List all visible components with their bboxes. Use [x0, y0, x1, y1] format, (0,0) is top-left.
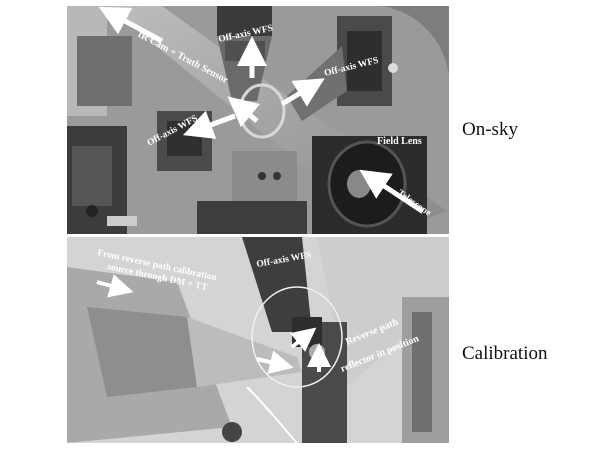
on-sky-side-label: On-sky [462, 119, 518, 140]
right-frame [317, 237, 449, 443]
center-pedestal [197, 151, 307, 234]
on-sky-hardware-drawing: IR Cam + Truth Sensor Off-axis WFS Off-a… [67, 6, 449, 234]
field-lens-label: Field Lens [377, 136, 422, 147]
calibration-side-label: Calibration [462, 343, 548, 364]
wfs-support-arm [242, 237, 312, 332]
calibration-hardware-drawing: From reverse path calibration source thr… [67, 237, 449, 443]
calibration-beam-arrows [96, 274, 331, 374]
field-lens-mount [312, 136, 427, 234]
on-sky-render-panel: IR Cam + Truth Sensor Off-axis WFS Off-a… [67, 6, 449, 234]
field-of-view-circle [251, 286, 343, 388]
cable [246, 386, 298, 443]
calibration-bench-frame [67, 267, 302, 443]
beam-direction-arrows [98, 6, 424, 214]
calibration-render-panel: From reverse path calibration source thr… [67, 237, 449, 443]
